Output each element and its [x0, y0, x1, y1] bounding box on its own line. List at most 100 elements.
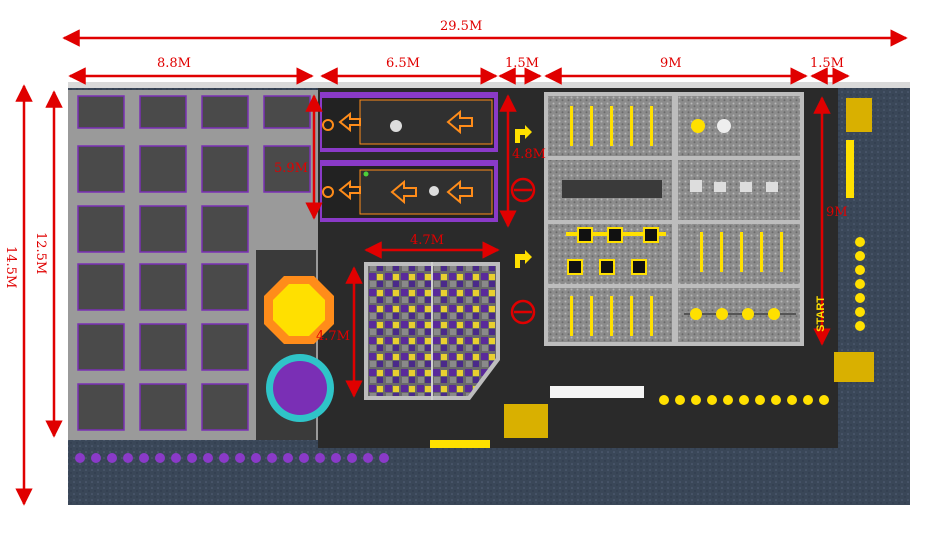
purple-bumper [139, 453, 149, 463]
trampoline-square [201, 95, 249, 129]
ninja-bar [720, 232, 723, 272]
purple-bumper [219, 453, 229, 463]
yellow-bumper [819, 395, 829, 405]
trampoline-square [77, 205, 125, 253]
yellow-strip [430, 440, 490, 448]
purple-bumper [363, 453, 373, 463]
entry-stairs-2 [834, 352, 874, 382]
ninja-bar [650, 296, 653, 336]
white-bench [550, 386, 644, 398]
yellow-bumper [771, 395, 781, 405]
ninja-bar [630, 296, 633, 336]
ninja-bar [780, 232, 783, 272]
trampoline-square [77, 95, 125, 129]
octagon-trampoline-bed [273, 284, 325, 336]
ninja-bar [590, 106, 593, 146]
trampoline-square [201, 383, 249, 431]
ninja-bar [760, 232, 763, 272]
dim-seg-3: 1.5M [505, 56, 539, 71]
entry-stairs [846, 98, 872, 132]
trampoline-square [77, 323, 125, 371]
purple-bumper [331, 453, 341, 463]
trampoline-square [139, 323, 187, 371]
yellow-bumper [659, 395, 669, 405]
trampoline-square [139, 205, 187, 253]
ninja-bar [570, 296, 573, 336]
trampoline-square [139, 383, 187, 431]
yellow-bumper [855, 321, 865, 331]
trampoline-square [201, 145, 249, 193]
purple-bumper [251, 453, 261, 463]
ninja-bar [610, 296, 613, 336]
trampoline-square [139, 95, 187, 129]
purple-bumper [235, 453, 245, 463]
dim-foam-pit-height: 4.7M [316, 329, 350, 344]
dim-dodgeball-height: 5.9M [274, 161, 308, 176]
round-trampoline-bed [273, 361, 327, 415]
yellow-bumper [855, 265, 865, 275]
purple-bumper [187, 453, 197, 463]
dim-foam-pit-width: 4.7M [410, 233, 444, 248]
trampoline-squares [77, 95, 311, 431]
ninja-bar [610, 106, 613, 146]
dim-total-width: 29.5M [440, 19, 483, 34]
foam-pit [364, 262, 500, 400]
purple-bumper [203, 453, 213, 463]
trampoline-square [263, 95, 311, 129]
trampoline-square [201, 205, 249, 253]
purple-bumper [107, 453, 117, 463]
purple-bumper [91, 453, 101, 463]
ninja-course [544, 92, 804, 346]
dim-seg-5: 1.5M [810, 56, 844, 71]
purple-bumper [267, 453, 277, 463]
ninja-bar [590, 296, 593, 336]
dim-total-height: 14.5M [3, 246, 18, 289]
ninja-yellow-bars [570, 106, 783, 336]
purple-bumper-row [75, 453, 389, 463]
purple-bumper [155, 453, 165, 463]
yellow-bumper-row [659, 395, 829, 405]
trampoline-square [77, 383, 125, 431]
yellow-bumper [723, 395, 733, 405]
trampoline-square [139, 263, 187, 311]
yellow-bumper [855, 293, 865, 303]
purple-bumper [123, 453, 133, 463]
dodgeball-lanes [320, 92, 498, 222]
dim-lane-gap-height: 4.8M [512, 147, 546, 162]
yellow-rail [846, 140, 854, 198]
purple-bumper [299, 453, 309, 463]
yellow-bumper [755, 395, 765, 405]
dim-ninja-course-height: 9M [826, 205, 848, 220]
start-label: START [815, 296, 827, 332]
ninja-bar [700, 232, 703, 272]
yellow-bumper [855, 307, 865, 317]
top-wall [68, 82, 910, 88]
purple-bumper [283, 453, 293, 463]
purple-bumper [347, 453, 357, 463]
yellow-bumper [739, 395, 749, 405]
ninja-bar [570, 106, 573, 146]
dimension-lines [15, 29, 908, 506]
exit-stairs [504, 404, 548, 438]
yellow-bumper [675, 395, 685, 405]
yellow-bumper [803, 395, 813, 405]
ninja-bar [630, 106, 633, 146]
ninja-bar [740, 232, 743, 272]
purple-bumper [315, 453, 325, 463]
ninja-bar [650, 106, 653, 146]
dim-seg-1: 8.8M [157, 56, 191, 71]
yellow-bumper [691, 395, 701, 405]
yellow-bumper [855, 279, 865, 289]
trampoline-square [201, 323, 249, 371]
trampoline-square [201, 263, 249, 311]
trampoline-square [139, 145, 187, 193]
yellow-bumper [855, 237, 865, 247]
yellow-bumper [707, 395, 717, 405]
yellow-bumper [855, 251, 865, 261]
purple-bumper [75, 453, 85, 463]
yellow-bumper [787, 395, 797, 405]
yellow-bumper-column [855, 237, 865, 331]
dim-seg-4: 9M [660, 56, 682, 71]
trampoline-square [77, 263, 125, 311]
